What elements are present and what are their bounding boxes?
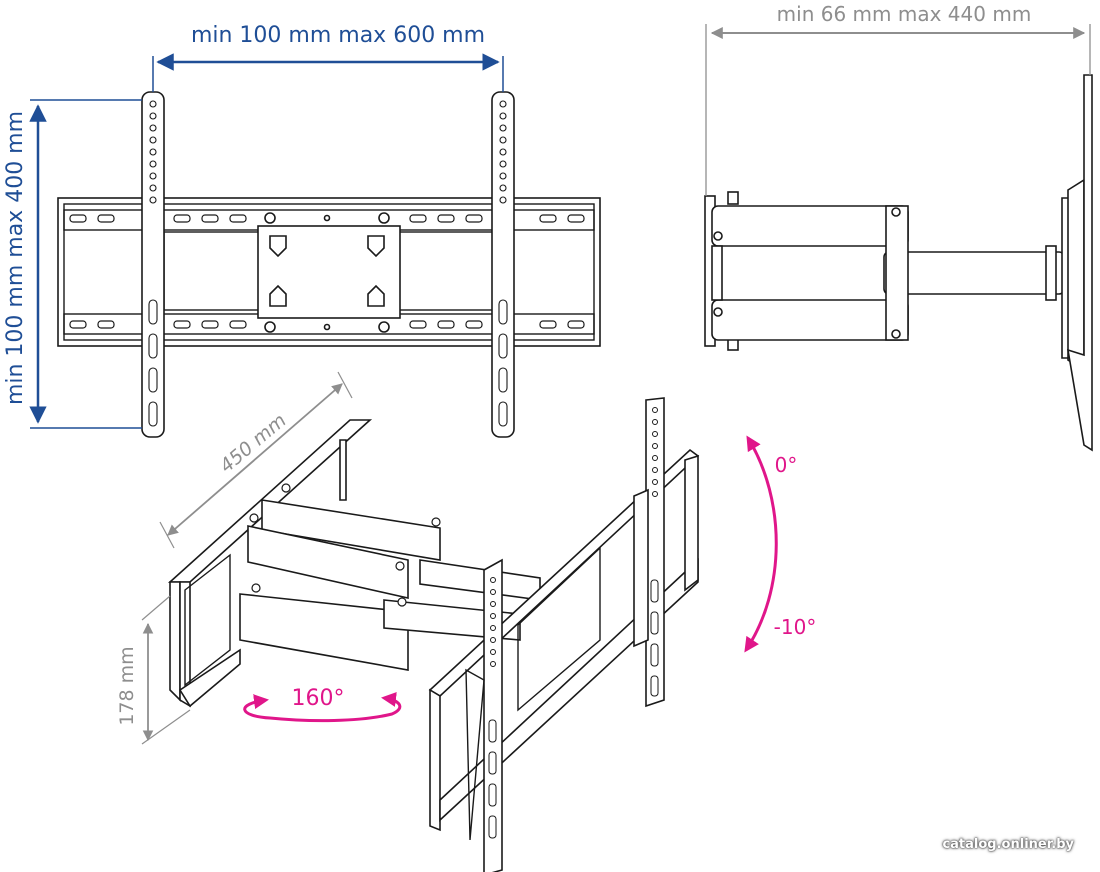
arm-3 <box>239 593 409 671</box>
vesa-rail-right <box>491 91 515 438</box>
plate-height-dimension: 178 mm <box>116 595 191 745</box>
watermark-text: catalog.onliner.by <box>942 837 1074 852</box>
side-arm-lower <box>711 299 909 341</box>
wall-distance-dimension: min 66 mm max 440 mm <box>705 2 1091 196</box>
side-view: min 66 mm max 440 mm <box>704 2 1093 452</box>
plate-height-label: 178 mm <box>116 646 138 725</box>
tilt-angle-indicator: 0° -10° <box>744 435 817 653</box>
side-arm-upper <box>711 205 909 247</box>
tv-bracket-perspective <box>428 397 700 872</box>
swivel-angle-indicator: 160° <box>243 686 402 723</box>
front-view: min 100 mm max 600 mm min 100 mm max 400… <box>3 23 601 438</box>
swivel-angle-label: 160° <box>292 686 345 711</box>
arm-2 <box>247 525 409 599</box>
wall-distance-label: min 66 mm max 440 mm <box>777 2 1032 26</box>
vesa-rail-left <box>141 91 165 438</box>
wall-plate-front <box>57 197 601 347</box>
arm-5 <box>419 559 541 601</box>
side-arm-extension <box>883 251 1065 295</box>
tilt-down-label: -10° <box>774 615 817 639</box>
tilt-up-label: 0° <box>775 453 798 477</box>
arm-length-label: 450 mm <box>216 409 291 477</box>
vesa-vertical-dimension: min 100 mm max 400 mm <box>3 99 142 429</box>
perspective-view: 450 mm 178 mm 160° 0° -10° <box>116 371 817 872</box>
vesa-vertical-label: min 100 mm max 400 mm <box>3 111 28 405</box>
vesa-horizontal-dimension: min 100 mm max 600 mm <box>152 23 504 92</box>
vesa-horizontal-label: min 100 mm max 600 mm <box>191 23 485 48</box>
